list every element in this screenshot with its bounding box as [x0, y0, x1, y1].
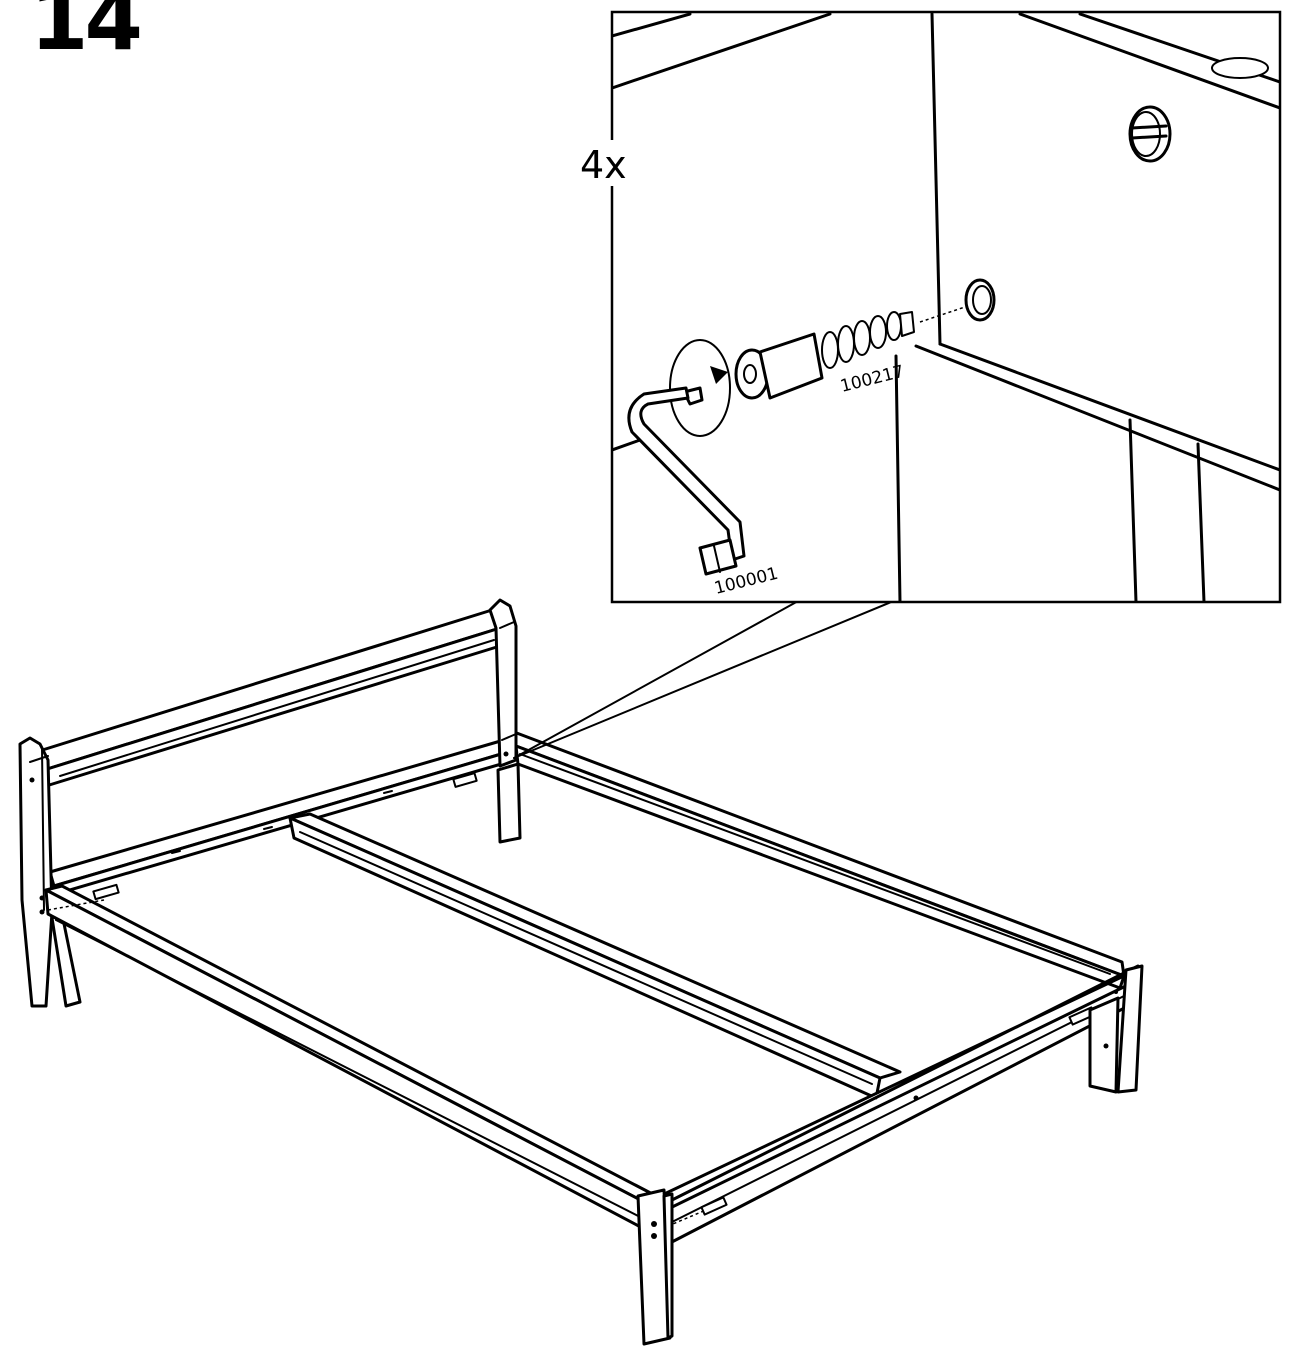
headboard-right-post — [488, 598, 518, 768]
back-right-leg — [496, 762, 522, 844]
headboard-left-post — [18, 736, 54, 1008]
headboard — [34, 608, 510, 901]
detail-view: 100217 100001 4x 4x — [580, 10, 1282, 604]
foot-right-leg — [1088, 964, 1144, 1094]
step-number: 14 — [30, 0, 143, 69]
center-beam — [288, 812, 902, 1100]
cam-lock-head — [1128, 105, 1172, 163]
bed-frame — [18, 598, 1144, 1346]
foot-left-leg — [636, 1188, 674, 1346]
quantity-multiplier: 4x — [580, 143, 627, 187]
callout-pointer — [513, 599, 897, 759]
left-side-rail — [44, 884, 666, 1234]
